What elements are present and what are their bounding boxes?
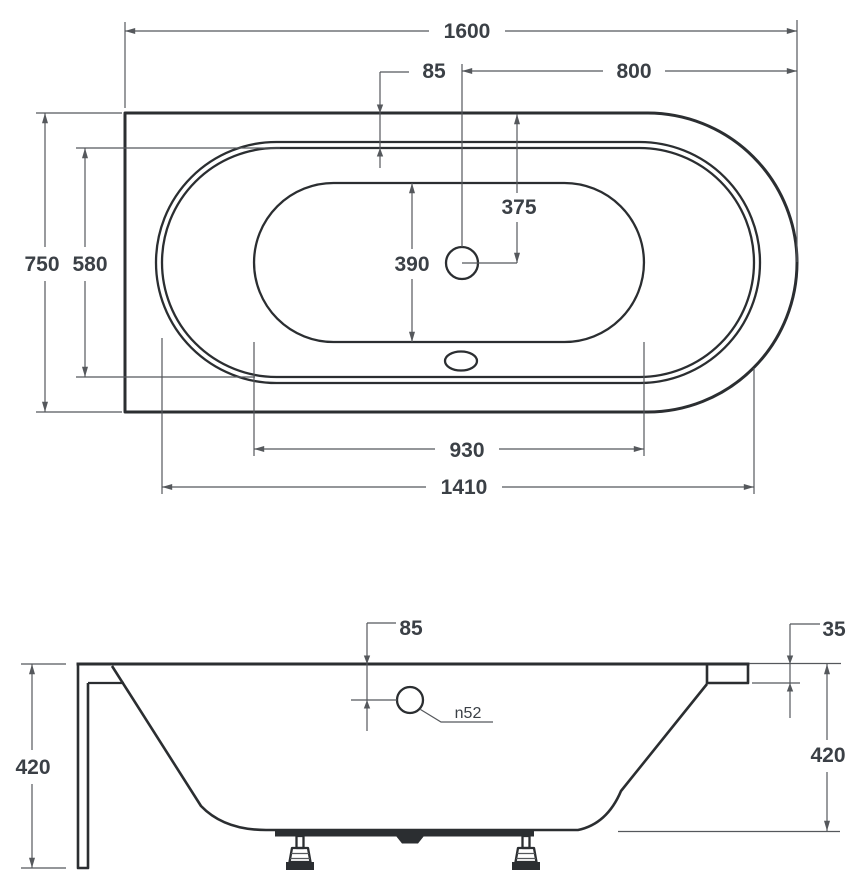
dim-height-left-label: 420 — [15, 756, 50, 779]
drain-recess — [396, 836, 424, 844]
tub-footprint-outline — [123, 111, 799, 414]
overflow-hole — [395, 685, 425, 715]
dim-inner-shell-length-label: 1410 — [441, 476, 488, 499]
side-view-dimension-lines — [21, 622, 840, 869]
overflow-slot — [443, 350, 479, 372]
top-view: 1600 85 800 375 390 750 580 930 1410 — [24, 20, 799, 499]
dim-edge-to-drain-label: 375 — [501, 196, 536, 219]
adjustable-foot-left — [286, 834, 314, 870]
dim-height-right-label: 420 — [810, 744, 845, 767]
dim-center-to-end-label: 800 — [616, 60, 651, 83]
tub-shell-profile — [110, 665, 709, 832]
dim-overflow-hole-label: n52 — [455, 705, 482, 722]
rim-section-right — [705, 662, 750, 685]
dim-basin-length-label: 930 — [449, 439, 484, 462]
apron-panel — [76, 664, 90, 870]
dim-overall-length-label: 1600 — [444, 20, 491, 43]
dim-overall-width-label: 750 — [24, 253, 59, 276]
dim-overflow-drop-label: 85 — [399, 617, 423, 640]
rim-outer-edge — [154, 140, 762, 385]
dim-rim-margin-label: 85 — [422, 60, 446, 83]
top-view-dimension-lines — [36, 20, 798, 494]
side-view: n52 85 35 420 4 — [15, 617, 846, 870]
rim-inner-edge — [160, 146, 756, 379]
dim-inner-width-label: 580 — [72, 253, 107, 276]
adjustable-foot-right — [512, 834, 540, 870]
overflow-leader-line — [420, 708, 493, 723]
basin-outline — [252, 181, 646, 344]
dim-basin-width-label: 390 — [394, 253, 429, 276]
dim-rim-thickness-label: 35 — [822, 618, 846, 641]
